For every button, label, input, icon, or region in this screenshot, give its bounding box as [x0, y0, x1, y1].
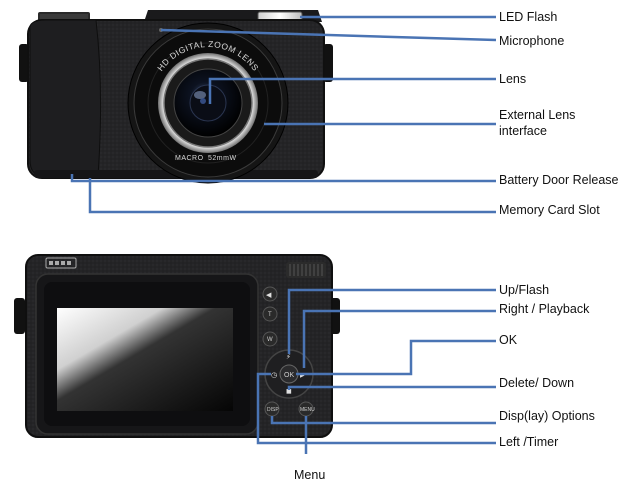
zoom-tele-label: T: [268, 312, 272, 318]
callout-left-timer: Left /Timer: [499, 435, 559, 449]
disp-label: DISP: [267, 407, 279, 413]
timer-icon: ◷: [271, 371, 278, 379]
callout-battery-door-release: Battery Door Release: [499, 173, 619, 187]
ok-label: OK: [284, 372, 294, 379]
leader-battery-door: [70, 174, 496, 183]
leader-microphone: [160, 28, 497, 42]
callout-external-lens-interface: External Lens interface: [499, 108, 576, 138]
callout-right-playback: Right / Playback: [499, 302, 590, 316]
battery-indicator: [45, 257, 77, 269]
flash-icon: ⚡: [286, 353, 291, 361]
leader-right-playback: [302, 309, 496, 368]
callout-menu: Menu: [294, 468, 326, 482]
callout-ok: OK: [499, 333, 518, 347]
lcd-display: [57, 308, 233, 411]
lens-ring-focal-text: 52mmW: [208, 155, 237, 162]
callout-display-options: Disp(lay) Options: [499, 409, 595, 423]
menu-label: MENU: [300, 407, 315, 413]
strap-lug-right: [323, 44, 333, 82]
playback-icon: ▶: [300, 372, 305, 379]
hand-grip: [29, 19, 102, 177]
lens-ring-macro-text: MACRO: [175, 155, 204, 162]
zoom-wide-button: [262, 331, 278, 347]
leader-lens: [208, 77, 496, 104]
callout-led-flash: LED Flash: [499, 10, 558, 24]
leader-display-options: [270, 416, 496, 425]
leader-up-flash: [287, 288, 496, 354]
leader-memory-card: [88, 178, 496, 214]
speaker-icon: ◀: [266, 291, 272, 299]
zoom-wide-label: W: [267, 337, 273, 343]
delete-icon: ■: [286, 388, 292, 395]
callout-up-flash: Up/Flash: [499, 283, 550, 297]
back-camera: ◀ T W OK ⚡ ▶ ■ ◷ DISP MENU: [14, 254, 340, 438]
speaker-button: [262, 286, 278, 302]
strap-lug-left: [19, 44, 29, 82]
leader-delete-down: [287, 385, 496, 390]
callout-microphone: Microphone: [499, 34, 565, 48]
callout-delete-down: Delete/ Down: [499, 376, 575, 390]
front-camera: HD DIGITAL ZOOM LENS MACRO 52mmW: [19, 10, 333, 184]
back-strap-lug-left: [14, 298, 25, 334]
leader-ok: [296, 339, 496, 376]
zoom-tele-button: [262, 306, 278, 322]
back-leader-lines: [256, 288, 496, 454]
callout-memory-card-slot: Memory Card Slot: [499, 203, 600, 217]
callout-lens: Lens: [499, 72, 527, 86]
front-leader-lines: [70, 15, 497, 214]
leader-left-timer: [256, 372, 496, 445]
